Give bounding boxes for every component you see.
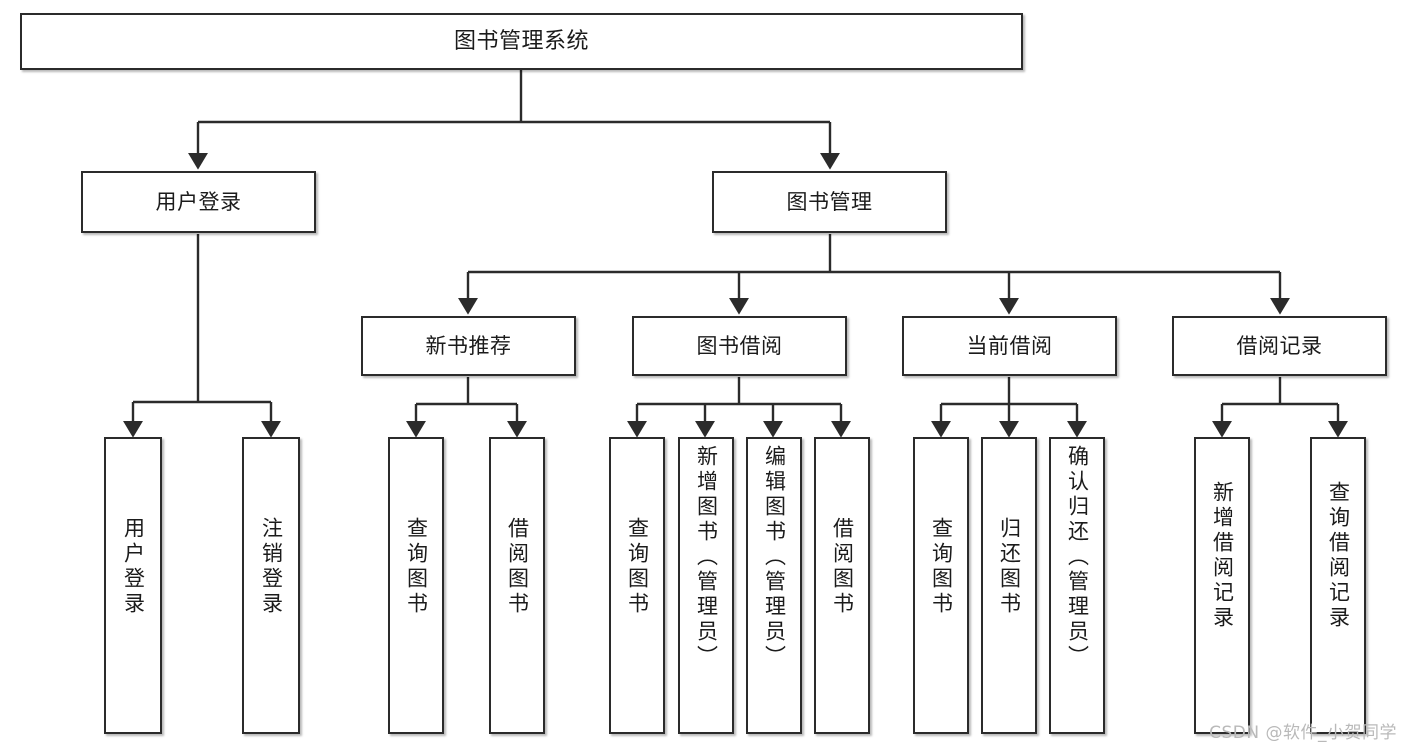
node-label: 查询借阅记录 — [1326, 481, 1351, 631]
csdn-watermark: CSDN @软件_小贺同学 — [1209, 723, 1397, 743]
node-label: 查询图书 — [404, 517, 429, 617]
node-label: 图书管理 — [786, 189, 873, 214]
node-leaf-add-book-admin[interactable]: 新增图书（管理员） — [678, 437, 734, 734]
node-label: 新增借阅记录 — [1210, 481, 1235, 631]
node-leaf-query-borrow-record[interactable]: 查询借阅记录 — [1310, 437, 1366, 734]
node-book-borrow[interactable]: 图书借阅 — [632, 316, 847, 376]
node-current-borrow[interactable]: 当前借阅 — [902, 316, 1117, 376]
node-label: 当前借阅 — [966, 333, 1053, 358]
node-leaf-logout[interactable]: 注销登录 — [242, 437, 300, 734]
node-label: 借阅图书 — [505, 517, 530, 617]
node-leaf-query-book-recommend[interactable]: 查询图书 — [388, 437, 444, 734]
node-leaf-user-login[interactable]: 用户登录 — [104, 437, 162, 734]
node-label: 图书借阅 — [696, 333, 783, 358]
node-leaf-edit-book-admin[interactable]: 编辑图书（管理员） — [746, 437, 802, 734]
node-leaf-borrow-book[interactable]: 借阅图书 — [814, 437, 870, 734]
node-label: 确认归还（管理员） — [1065, 445, 1090, 670]
node-label: 查询图书 — [625, 517, 650, 617]
node-user-login[interactable]: 用户登录 — [81, 171, 316, 233]
node-leaf-query-book-current[interactable]: 查询图书 — [913, 437, 969, 734]
node-borrow-record[interactable]: 借阅记录 — [1172, 316, 1387, 376]
node-leaf-query-book-borrow[interactable]: 查询图书 — [609, 437, 665, 734]
node-new-book-recommend[interactable]: 新书推荐 — [361, 316, 576, 376]
node-leaf-confirm-return-admin[interactable]: 确认归还（管理员） — [1049, 437, 1105, 734]
node-book-management[interactable]: 图书管理 — [712, 171, 947, 233]
node-root-system[interactable]: 图书管理系统 — [20, 13, 1023, 70]
node-label: 用户登录 — [155, 189, 242, 214]
node-label: 查询图书 — [929, 517, 954, 617]
node-label: 新增图书（管理员） — [694, 445, 719, 670]
node-label: 归还图书 — [997, 517, 1022, 617]
node-label: 新书推荐 — [425, 333, 512, 358]
node-label: 图书管理系统 — [453, 28, 589, 54]
node-label: 编辑图书（管理员） — [762, 445, 787, 670]
node-label: 借阅记录 — [1236, 333, 1323, 358]
node-label: 用户登录 — [121, 517, 146, 617]
node-leaf-add-borrow-record[interactable]: 新增借阅记录 — [1194, 437, 1250, 734]
node-label: 注销登录 — [259, 517, 284, 617]
node-label: 借阅图书 — [830, 517, 855, 617]
node-leaf-borrow-book-recommend[interactable]: 借阅图书 — [489, 437, 545, 734]
node-leaf-return-book[interactable]: 归还图书 — [981, 437, 1037, 734]
